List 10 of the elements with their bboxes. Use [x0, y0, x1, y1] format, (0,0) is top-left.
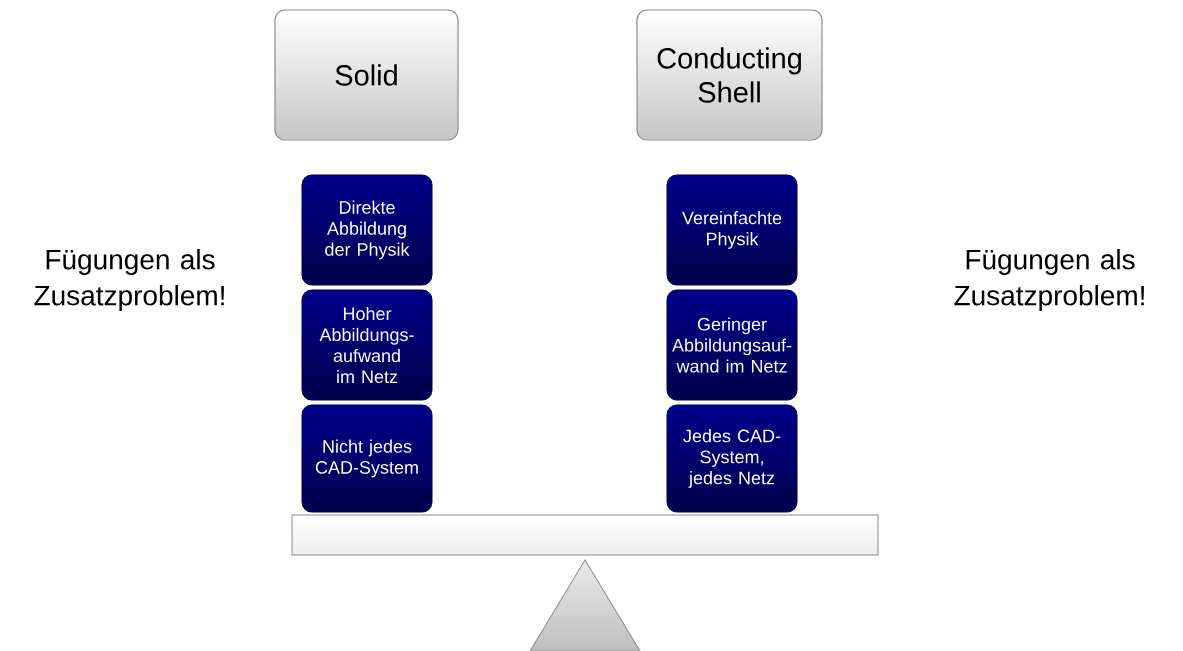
process-box: Nicht jedes CAD-System: [301, 404, 433, 513]
process-box: Jedes CAD-System, jedes Netz: [666, 404, 798, 513]
note-text: Fügungen als Zusatzproblem!: [954, 248, 1144, 312]
process-box: Direkte Abbildung der Physik: [301, 174, 433, 286]
note-text: Fügungen als Zusatzproblem!: [34, 248, 224, 312]
process-box: Solid: [274, 9, 459, 141]
process-box: Conducting Shell: [636, 9, 823, 141]
process-box: Geringer Abbildungsauf- wand im Netz: [666, 289, 798, 401]
process-box: Hoher Abbildungs- aufwand im Netz: [301, 289, 433, 401]
process-box: Vereinfachte Physik: [666, 174, 798, 286]
